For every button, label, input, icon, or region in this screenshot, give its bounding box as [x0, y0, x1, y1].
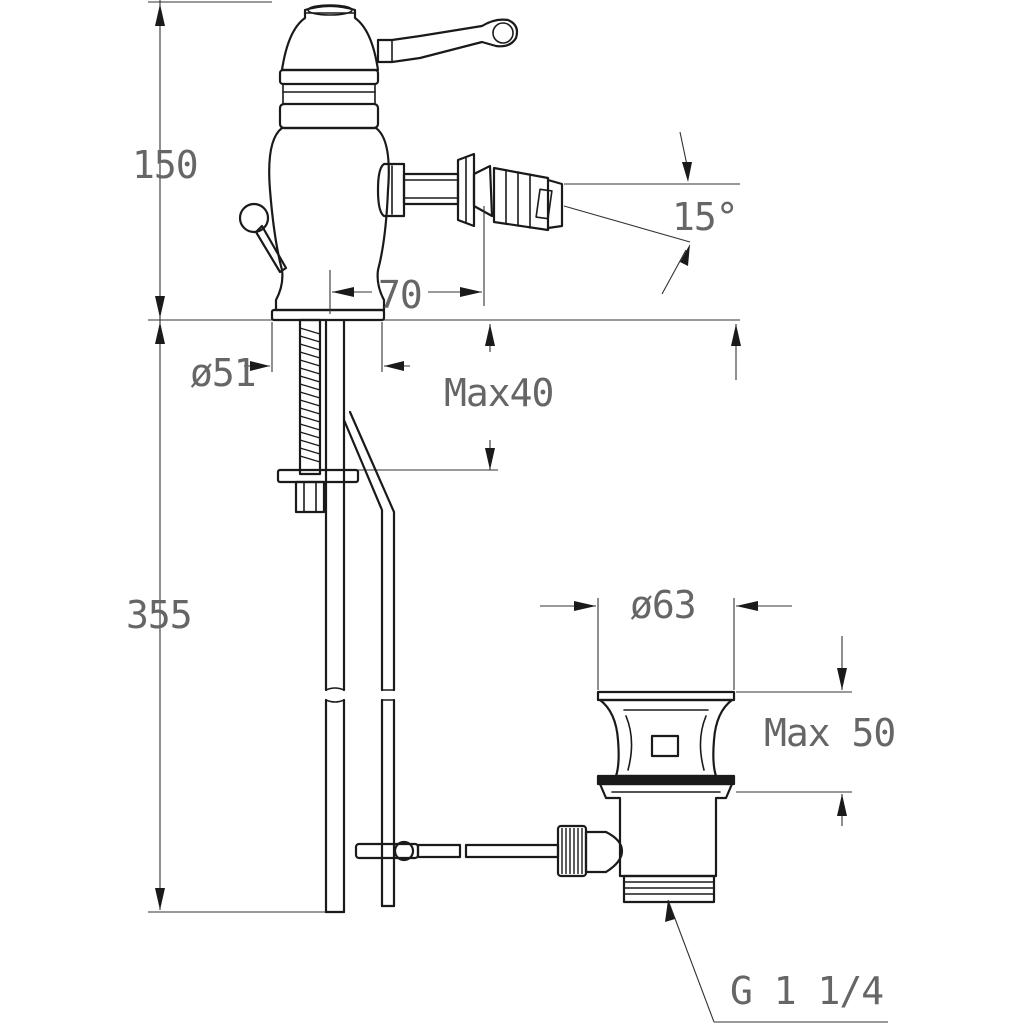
popup-rod: [342, 410, 396, 908]
supply-tube: [324, 318, 346, 914]
deck-thickness-label: Max40: [444, 371, 553, 415]
reach-dimension: [329, 206, 485, 314]
waste-thickness-label: Max 50: [764, 711, 895, 755]
deck-thickness-dimension: [358, 324, 741, 471]
popup-knob: [238, 202, 288, 274]
reach-label: 70: [378, 273, 422, 317]
angle-dimension: [563, 131, 740, 295]
spout-arm: [376, 152, 564, 232]
waste-assembly: [596, 690, 736, 904]
height-dimension-lines: [148, 0, 740, 913]
thread-leader: [665, 899, 888, 1023]
linkage-rod: [354, 824, 624, 878]
waste-thickness-dimension: [736, 636, 852, 826]
threaded-rod: [276, 318, 360, 514]
waste-diameter-label: ø63: [630, 583, 696, 627]
height-upper-label: 150: [132, 143, 198, 187]
base-diameter-dimension: [244, 322, 410, 372]
waste-diameter-dimension: [540, 598, 792, 690]
tilt-angle-label: 15°: [672, 195, 738, 239]
height-lower-label: 355: [126, 593, 192, 637]
base-diameter-label: ø51: [190, 351, 256, 395]
waste-thread-label: G 1 1/4: [730, 969, 883, 1013]
